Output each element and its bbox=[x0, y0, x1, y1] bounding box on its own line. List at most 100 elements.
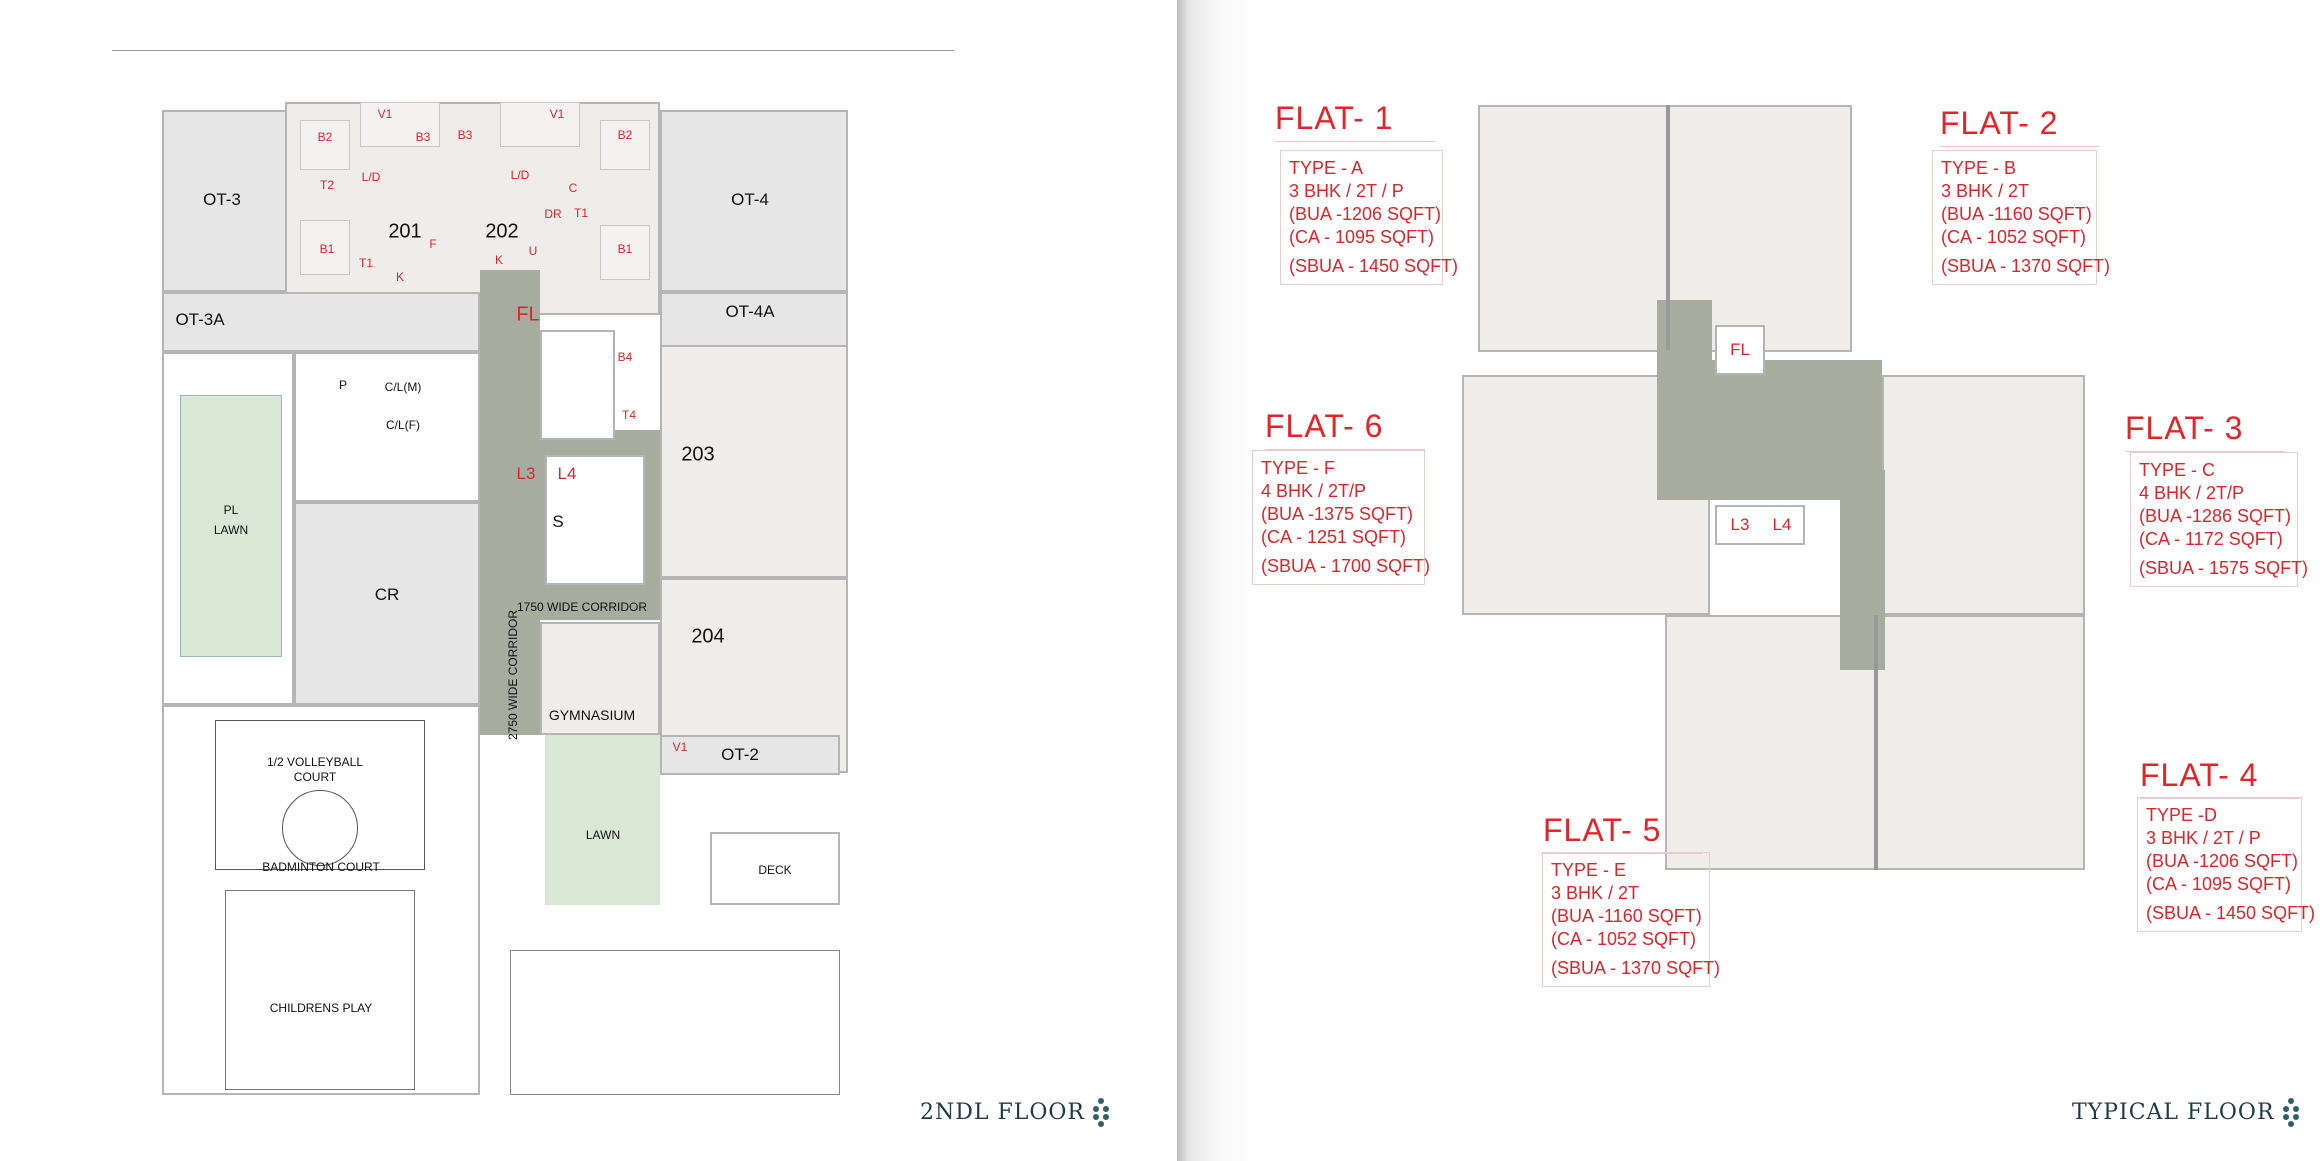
fire-lift bbox=[1715, 325, 1765, 375]
label-l3: L3 bbox=[1730, 515, 1750, 534]
room-v1: V1 bbox=[377, 107, 393, 121]
ot4a-area bbox=[660, 292, 848, 352]
label-pl-lawn: LAWN bbox=[213, 523, 249, 537]
flat-config: 3 BHK / 2T bbox=[1941, 181, 2030, 201]
flat-sbua: (SBUA - 1700 SQFT) bbox=[1261, 556, 1431, 576]
flat-5-details: TYPE - E 3 BHK / 2T (BUA -1160 SQFT) (CA… bbox=[1542, 852, 1721, 987]
typical-floor-title: TYPICAL FLOOR bbox=[2072, 1099, 2275, 1125]
flat-bua: (BUA -1206 SQFT) bbox=[2146, 851, 2299, 871]
flat-2-details: TYPE - B 3 BHK / 2T (BUA -1160 SQFT) (CA… bbox=[1932, 150, 2110, 285]
flat-5-title: FLAT- 5 bbox=[1543, 812, 1703, 854]
label-203: 203 bbox=[681, 443, 715, 466]
room-v1: V1 bbox=[672, 740, 688, 754]
flat-type: TYPE -D bbox=[2146, 805, 2218, 825]
label-fl: FL bbox=[516, 303, 540, 326]
room-b3: B3 bbox=[415, 130, 431, 144]
pl-lawn bbox=[180, 395, 282, 657]
court-circle bbox=[282, 790, 358, 866]
ot3-area bbox=[162, 110, 292, 292]
flat-bua: (BUA -1160 SQFT) bbox=[1941, 204, 2092, 224]
stair-core bbox=[540, 330, 615, 440]
label-deck: DECK bbox=[758, 863, 792, 877]
top-divider bbox=[112, 50, 954, 51]
room-b1: B1 bbox=[617, 242, 633, 256]
flat-type: TYPE - B bbox=[1941, 158, 2017, 178]
second-floor-title: 2NDL FLOOR bbox=[920, 1099, 1085, 1125]
label-p: P bbox=[338, 378, 348, 392]
room-b4: B4 bbox=[617, 350, 633, 364]
room-u: U bbox=[528, 244, 538, 258]
flat-203 bbox=[660, 345, 848, 578]
label-ot4: OT-4 bbox=[731, 190, 769, 209]
label-gymnasium: GYMNASIUM bbox=[548, 707, 636, 723]
flat-2-title: FLAT- 2 bbox=[1940, 105, 2100, 147]
steps-area bbox=[510, 950, 840, 1095]
party-wall bbox=[1666, 105, 1670, 350]
flat-sbua: (SBUA - 1370 SQFT) bbox=[1551, 958, 1721, 978]
flat-3-title: FLAT- 3 bbox=[2125, 410, 2285, 452]
room bbox=[300, 120, 350, 170]
flat-ca: (CA - 1095 SQFT) bbox=[2146, 874, 2292, 894]
label-fl: FL bbox=[1730, 340, 1750, 359]
room bbox=[500, 102, 580, 147]
label-202: 202 bbox=[485, 220, 519, 243]
flat-config: 3 BHK / 2T / P bbox=[1289, 181, 1404, 201]
lift-lobby bbox=[1715, 505, 1805, 545]
room-ld: L/D bbox=[361, 170, 381, 184]
room-b1: B1 bbox=[319, 242, 335, 256]
dots-ornament-icon bbox=[1093, 1098, 1109, 1127]
label-childrens-play: CHILDRENS PLAY bbox=[269, 1001, 373, 1015]
label-l4: L4 bbox=[557, 464, 577, 483]
flat-bua: (BUA -1160 SQFT) bbox=[1551, 906, 1702, 926]
room bbox=[300, 220, 350, 275]
lawn-area bbox=[545, 735, 660, 905]
flat-bua: (BUA -1206 SQFT) bbox=[1289, 204, 1442, 224]
room-c: C bbox=[568, 181, 578, 195]
flat-ca: (CA - 1052 SQFT) bbox=[1551, 929, 1697, 949]
flat-bua: (BUA -1286 SQFT) bbox=[2139, 506, 2292, 526]
flat-config: 3 BHK / 2T bbox=[1551, 883, 1640, 903]
lift-core bbox=[545, 455, 645, 585]
label-badminton: BADMINTON COURT bbox=[262, 860, 380, 874]
label-ot2: OT-2 bbox=[721, 745, 759, 764]
volleyball-court bbox=[215, 720, 425, 870]
room-dr: DR bbox=[544, 207, 562, 221]
room-k: K bbox=[494, 253, 504, 267]
label-204: 204 bbox=[691, 625, 725, 648]
flat-ca: (CA - 1251 SQFT) bbox=[1261, 527, 1407, 547]
flat-config: 4 BHK / 2T/P bbox=[1261, 481, 1367, 501]
room bbox=[600, 120, 650, 170]
label-pl: PL bbox=[223, 503, 239, 517]
gymnasium-area bbox=[540, 622, 660, 735]
flat-4-details: TYPE -D 3 BHK / 2T / P (BUA -1206 SQFT) … bbox=[2137, 797, 2315, 932]
label-cl-m: C/L(M) bbox=[384, 380, 422, 394]
room-t1: T1 bbox=[573, 206, 589, 220]
flat-config: 4 BHK / 2T/P bbox=[2139, 483, 2245, 503]
flat-type: TYPE - F bbox=[1261, 458, 1336, 478]
party-wall bbox=[1874, 615, 1878, 870]
room-b3: B3 bbox=[457, 128, 473, 142]
flat-type: TYPE - C bbox=[2139, 460, 2216, 480]
label-lawn: LAWN bbox=[585, 828, 621, 842]
room-v1: V1 bbox=[549, 107, 565, 121]
label-ot3a: OT-3A bbox=[175, 310, 225, 329]
deck-area bbox=[710, 832, 840, 905]
room-f: F bbox=[429, 237, 437, 251]
label-corridor-2750: 2750 WIDE CORRIDOR bbox=[506, 609, 520, 741]
flat-sbua: (SBUA - 1450 SQFT) bbox=[1289, 256, 1459, 276]
flat-sbua: (SBUA - 1575 SQFT) bbox=[2139, 558, 2309, 578]
ot4-area bbox=[660, 110, 848, 292]
ot2-area bbox=[660, 735, 840, 775]
flat-1-title: FLAT- 1 bbox=[1275, 100, 1435, 142]
dots-ornament-icon bbox=[2282, 1098, 2299, 1127]
room-ld: L/D bbox=[510, 168, 530, 182]
flat-1-details: TYPE - A 3 BHK / 2T / P (BUA -1206 SQFT)… bbox=[1280, 150, 1459, 285]
flat-type: TYPE - A bbox=[1289, 158, 1364, 178]
room-b2: B2 bbox=[317, 130, 333, 144]
room-t1: T1 bbox=[358, 256, 374, 270]
room-b2: B2 bbox=[617, 128, 633, 142]
label-cl-f: C/L(F) bbox=[386, 418, 420, 432]
room bbox=[600, 225, 650, 280]
childrens-play-area bbox=[225, 890, 415, 1090]
flat-3-details: TYPE - C 4 BHK / 2T/P (BUA -1286 SQFT) (… bbox=[2130, 452, 2309, 587]
